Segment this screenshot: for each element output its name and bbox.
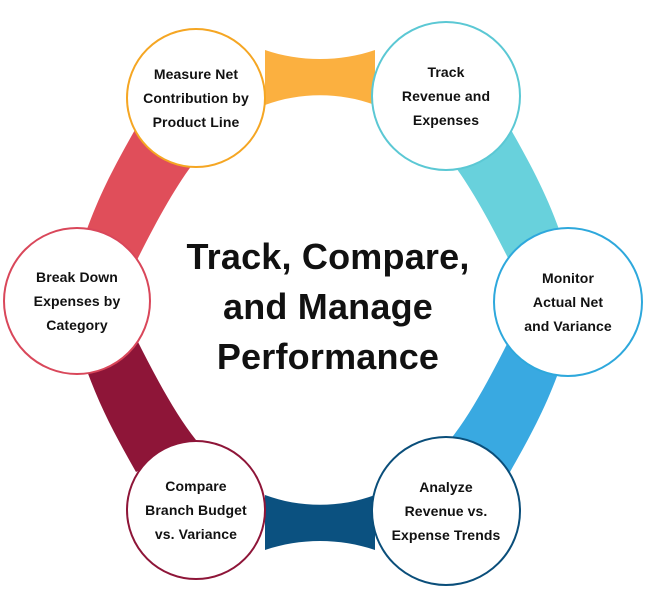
node-monitor-actual-net: Monitor Actual Net and Variance: [493, 227, 643, 377]
node-label: Compare Branch Budget vs. Variance: [145, 478, 247, 542]
node-label: Monitor Actual Net and Variance: [524, 270, 612, 334]
connector-lower-left: [86, 338, 196, 472]
node-label: Analyze Revenue vs. Expense Trends: [391, 479, 501, 543]
node-analyze-revenue-trends: Analyze Revenue vs. Expense Trends: [371, 436, 521, 586]
node-track-revenue-expenses: Track Revenue and Expenses: [371, 21, 521, 171]
connector-bottom: [265, 495, 375, 550]
connector-lower-right: [450, 338, 560, 472]
node-label: Measure Net Contribution by Product Line: [143, 66, 249, 130]
center-blob: [154, 144, 492, 456]
center-title: Track, Compare, and Manage Performance: [186, 236, 470, 377]
node-label: Break Down Expenses by Category: [33, 269, 121, 333]
connector-top: [265, 50, 375, 105]
node-label: Track Revenue and Expenses: [401, 64, 491, 128]
node-break-down-expenses: Break Down Expenses by Category: [3, 227, 151, 375]
node-compare-branch-budget: Compare Branch Budget vs. Variance: [126, 440, 266, 580]
node-measure-net-contribution: Measure Net Contribution by Product Line: [126, 28, 266, 168]
